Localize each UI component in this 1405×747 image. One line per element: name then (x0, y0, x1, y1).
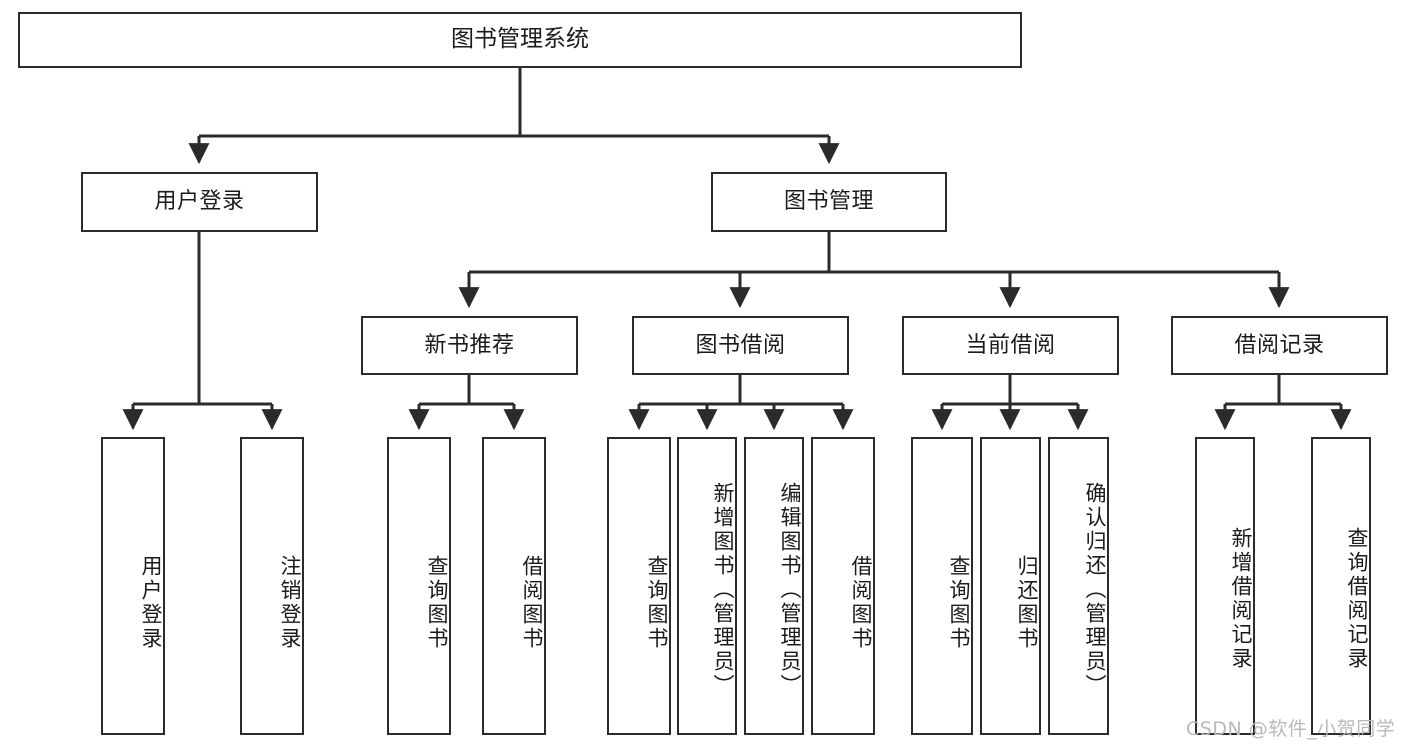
node-leaf-query-book-rec[interactable]: 查询图书 (387, 437, 451, 735)
node-leaf-user-logout-label: 注销登录 (278, 555, 302, 651)
node-leaf-edit-book[interactable]: 编辑图书（管理员） (744, 437, 804, 735)
watermark: CSDN @软件_小贺同学 (1186, 718, 1396, 740)
node-leaf-borrow-book-brw-label: 借阅图书 (849, 555, 873, 651)
node-borrow-record-label: 借阅记录 (1234, 332, 1325, 358)
node-book-manage-label: 图书管理 (783, 189, 874, 215)
node-leaf-query-book-brw-label: 查询图书 (645, 555, 669, 651)
node-leaf-confirm-return[interactable]: 确认归还（管理员） (1048, 437, 1109, 735)
node-leaf-query-book-brw[interactable]: 查询图书 (607, 437, 671, 735)
node-leaf-edit-book-label: 编辑图书（管理员） (778, 482, 802, 698)
node-leaf-query-borrow-record[interactable]: 查询借阅记录 (1311, 437, 1371, 735)
node-book-manage[interactable]: 图书管理 (711, 172, 947, 232)
node-new-book-recommend-label: 新书推荐 (424, 332, 515, 358)
node-leaf-query-book-cur-label: 查询图书 (947, 555, 971, 651)
node-leaf-borrow-book-brw[interactable]: 借阅图书 (811, 437, 875, 735)
node-user-login-label: 用户登录 (154, 189, 245, 215)
node-current-borrow[interactable]: 当前借阅 (902, 316, 1119, 375)
node-leaf-query-borrow-record-label: 查询借阅记录 (1345, 527, 1369, 671)
node-root[interactable]: 图书管理系统 (18, 12, 1022, 68)
node-leaf-user-login-label: 用户登录 (139, 555, 163, 651)
node-leaf-user-logout[interactable]: 注销登录 (240, 437, 304, 735)
node-leaf-add-book[interactable]: 新增图书（管理员） (677, 437, 737, 735)
node-borrow-record[interactable]: 借阅记录 (1171, 316, 1388, 375)
node-leaf-confirm-return-label: 确认归还（管理员） (1083, 482, 1107, 698)
node-leaf-borrow-book-rec-label: 借阅图书 (520, 555, 544, 651)
node-leaf-user-login[interactable]: 用户登录 (101, 437, 165, 735)
node-leaf-query-book-rec-label: 查询图书 (425, 555, 449, 651)
node-leaf-borrow-book-rec[interactable]: 借阅图书 (482, 437, 546, 735)
node-leaf-add-borrow-record[interactable]: 新增借阅记录 (1195, 437, 1255, 735)
node-leaf-add-book-label: 新增图书（管理员） (711, 482, 735, 698)
node-current-borrow-label: 当前借阅 (965, 332, 1056, 358)
node-user-login[interactable]: 用户登录 (81, 172, 318, 232)
node-book-borrow-label: 图书借阅 (695, 332, 786, 358)
node-leaf-query-book-cur[interactable]: 查询图书 (911, 437, 973, 735)
node-root-label: 图书管理系统 (451, 26, 589, 53)
node-leaf-add-borrow-record-label: 新增借阅记录 (1229, 527, 1253, 671)
node-book-borrow[interactable]: 图书借阅 (632, 316, 849, 375)
node-new-book-recommend[interactable]: 新书推荐 (361, 316, 578, 375)
node-leaf-return-book[interactable]: 归还图书 (980, 437, 1041, 735)
node-leaf-return-book-label: 归还图书 (1015, 555, 1039, 651)
